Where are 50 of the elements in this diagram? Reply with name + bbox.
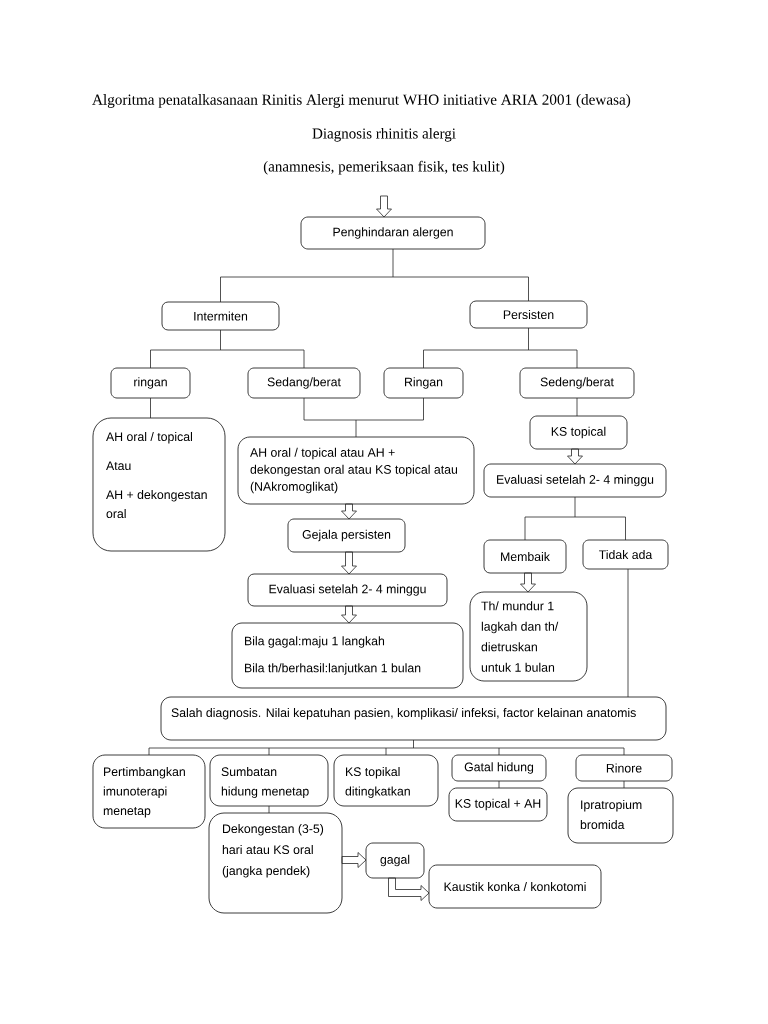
- process-box: Gejala persisten: [287, 518, 406, 553]
- process-box: Ringan: [383, 367, 464, 399]
- process-box: KS topical + AH: [448, 787, 548, 822]
- block-arrow: [341, 605, 357, 624]
- connector-line: [220, 248, 529, 303]
- block-arrow: [341, 503, 357, 520]
- process-box: gagal: [365, 842, 425, 879]
- process-box: Intermiten: [161, 301, 280, 331]
- process-box: Th/ mundur 1 lagkah dan th/ dietruskan untuk 1 bulan: [469, 591, 588, 682]
- process-box: Sedang/berat: [247, 367, 361, 399]
- connector-line: [150, 329, 305, 369]
- process-box: Evaluasi setelah 2- 4 minggu: [483, 463, 667, 498]
- block-arrow: [567, 448, 583, 465]
- connector-line: [623, 780, 625, 789]
- block-arrow: [376, 195, 392, 218]
- connector-line: [498, 780, 500, 789]
- connector-line: [627, 568, 629, 698]
- process-box: Rinore: [575, 754, 673, 782]
- subtitle: Diagnosis rhinitis alergi (anamnesis, pemeriksaan fisik, tes kulit): [263, 128, 505, 175]
- process-box: Evaluasi setelah 2- 4 minggu: [247, 573, 448, 607]
- process-box: Membaik: [483, 539, 567, 574]
- process-box: Dekongestan (3-5) hari atau KS oral (jangka pendek): [208, 812, 343, 914]
- connector-line: [150, 397, 151, 419]
- block-arrow: [341, 852, 367, 868]
- process-box: Salah diagnosis. Nilai kepatuhan pasien, komplikasi/ infeksi, factor kelainan anatomis: [160, 696, 667, 741]
- process-box: KS topical: [529, 415, 628, 450]
- process-box: Ipratropium bromida: [567, 787, 674, 844]
- connector-line: [268, 805, 270, 814]
- process-box: Pertimbangkan imunoterapi menetap: [92, 754, 206, 829]
- block-arrow: [388, 877, 430, 901]
- process-box: ringan: [110, 367, 191, 399]
- process-box: Penghindaran alergen: [300, 216, 486, 250]
- process-box: Sedeng/berat: [519, 367, 635, 399]
- block-arrow: [520, 572, 536, 593]
- process-box: Bila gagal:maju 1 langkah Bila th/berhasil:lanjutkan 1 bulan: [231, 622, 464, 689]
- connector-line: [524, 496, 626, 541]
- process-box: AH oral / topical atau AH + dekongestan oral atau KS topical atau (NAkromoglikat): [237, 436, 475, 505]
- process-box: Tidak ada: [582, 539, 669, 570]
- connector-line: [576, 397, 578, 417]
- process-box: Persisten: [469, 300, 588, 329]
- process-box: Kaustik konka / konkotomi: [428, 864, 602, 909]
- process-box: Gatal hidung: [451, 754, 547, 782]
- connector-line: [148, 739, 625, 756]
- process-box: AH oral / topical Atau AH + dekongestan oral: [92, 417, 226, 552]
- title: Algoritma penatalkasanaan Rinitis Alergi menurut WHO initiative ARIA 2001 (dewasa): [92, 94, 631, 108]
- connector-line: [303, 397, 424, 438]
- process-box: Sumbatan hidung menetap: [209, 754, 329, 807]
- connector-line: [423, 327, 578, 369]
- block-arrow: [341, 551, 357, 575]
- process-box: KS topikal ditingkatkan: [333, 754, 439, 807]
